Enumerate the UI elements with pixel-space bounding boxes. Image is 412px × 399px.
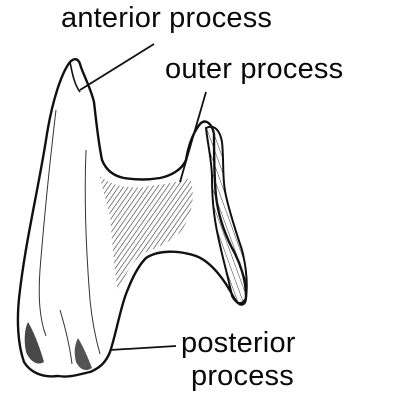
leader-posterior [110,346,176,350]
label-posterior-process-line2: process [191,362,294,391]
label-anterior-process: anterior process [61,4,272,33]
label-posterior-process-line1: posterior [181,329,296,358]
leader-anterior [80,44,154,90]
label-outer-process: outer process [165,55,343,84]
